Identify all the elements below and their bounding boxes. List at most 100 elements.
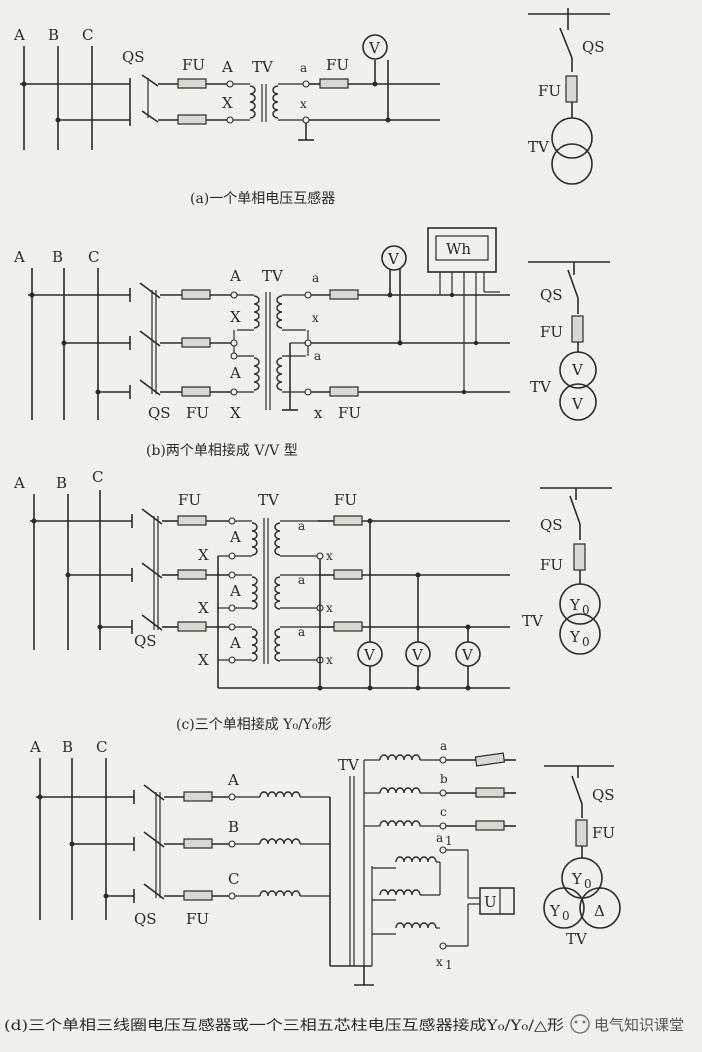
panel-c: A B C QS FU TV: [13, 468, 612, 733]
primary-x3-label-c: X: [198, 651, 209, 669]
phase-label-a: A: [13, 26, 25, 44]
fu-symbol-label-c: FU: [540, 556, 563, 574]
symbol-y1-sub-c: 0: [582, 603, 590, 617]
symbol-y1-label-c: Y: [569, 596, 581, 614]
phase-label-c: C: [92, 468, 103, 486]
fu-label-d: FU: [186, 910, 209, 928]
fu-label-a: FU: [182, 56, 205, 74]
symbol-y2-sub-c: 0: [582, 635, 590, 649]
panel-b: A B C QS FU X A X A TV: [13, 227, 610, 459]
voltmeter-label-b: V: [387, 250, 400, 268]
tv-symbol-label-c: TV: [522, 612, 544, 630]
sec-x-label-b-bottom: x: [314, 404, 323, 422]
primary-a1-label-c: A: [229, 528, 241, 546]
a-label-b-top: A: [229, 267, 241, 285]
sec-a3-label-c: a: [298, 625, 305, 639]
sec-a2-label-b: a: [314, 349, 321, 363]
voltmeter-c2: [405, 641, 431, 667]
voltage-relay-u: [479, 887, 515, 915]
watermark: 电气知识课堂: [570, 1014, 684, 1034]
secondary-x-label: x: [300, 97, 307, 111]
voltmeter-c1: [357, 641, 383, 667]
phase-label-a: A: [13, 248, 25, 266]
fu-label-b2: FU: [338, 404, 361, 422]
voltmeter-b: [381, 245, 407, 271]
phase-label-b: B: [52, 248, 63, 266]
caption-c: (c)三个单相接成 Y₀/Y₀形: [176, 716, 332, 733]
relay-u-label: U: [484, 893, 497, 911]
a-label-b-low: A: [229, 364, 241, 382]
primary-x1-label-c: X: [198, 546, 209, 564]
tv-symbol-label-a: TV: [528, 138, 550, 156]
tv-label-b: TV: [262, 267, 284, 285]
voltmeter-label-c2: V: [411, 646, 424, 664]
voltmeter-a: [362, 34, 388, 60]
symbol-y2-label-c: Y: [569, 628, 581, 646]
primary-a-label-d: A: [227, 771, 239, 789]
fu-label-c: FU: [178, 491, 201, 509]
sec-b-label-d: b: [440, 772, 448, 786]
secondary-a-label: a: [300, 61, 307, 75]
phase-label-a: A: [13, 474, 25, 492]
qs-label-d: QS: [134, 910, 157, 928]
tertiary-a1-sub-d: 1: [445, 834, 453, 848]
phase-label-c: C: [82, 26, 93, 44]
primary-x2-label-c: X: [198, 599, 209, 617]
primary-a2-label-c: A: [229, 582, 241, 600]
watermark-text: 电气知识课堂: [594, 1016, 684, 1034]
tertiary-a1-label-d: a: [436, 831, 443, 845]
fu-symbol-label-a: FU: [538, 82, 561, 100]
symbol-delta-label-d: Δ: [594, 902, 605, 920]
symbol-v1-label-b: V: [571, 361, 584, 379]
sec-c-label-d: c: [440, 805, 447, 819]
x-label-b-mid: X: [230, 308, 241, 326]
phase-label-c: C: [96, 738, 107, 756]
sec-x1-label-c: x: [326, 549, 333, 563]
sec-a-label-d: a: [440, 739, 447, 753]
x-label-b-bottom: X: [230, 404, 241, 422]
fu-label-b: FU: [186, 404, 209, 422]
sec-x3-label-c: x: [326, 653, 333, 667]
qs-label-c: QS: [134, 632, 157, 650]
qs-symbol-label-d: QS: [592, 786, 615, 804]
qs-label-a: QS: [122, 48, 145, 66]
symbol-y2-sub-d: 0: [562, 909, 570, 923]
voltmeter-c3: [455, 641, 481, 667]
primary-a-label: A: [221, 58, 233, 76]
tertiary-x1-sub-d: 1: [445, 958, 453, 972]
voltmeter-label-c1: V: [363, 646, 376, 664]
tv-symbol-label-d: TV: [566, 930, 588, 948]
primary-b-label-d: B: [228, 818, 239, 836]
fu-label-a2: FU: [326, 56, 349, 74]
panel-d: A B C QS FU A B C: [4, 738, 621, 1034]
watthour-meter-label: Wh: [446, 240, 471, 258]
qs-symbol-label-a: QS: [582, 38, 605, 56]
qs-symbol-label-b: QS: [540, 286, 563, 304]
phase-label-b: B: [48, 26, 59, 44]
voltmeter-label-c3: V: [461, 646, 474, 664]
sec-a2-label-c: a: [298, 573, 305, 587]
primary-a3-label-c: A: [229, 634, 241, 652]
phase-label-a: A: [29, 738, 41, 756]
caption-d: (d)三个单相三线圈电压互感器或一个三相五芯柱电压互感器接成Y₀/Y₀/△形: [4, 1017, 564, 1034]
caption-b: (b)两个单相接成 V/V 型: [146, 442, 298, 459]
symbol-y1-sub-d: 0: [584, 877, 592, 891]
primary-x-label: X: [222, 94, 233, 112]
phase-label-b: B: [62, 738, 73, 756]
phase-label-b: B: [56, 474, 67, 492]
sec-a-label-b: a: [312, 271, 319, 285]
sec-x2-label-c: x: [326, 601, 333, 615]
tv-primaries-c: A A A X X X: [198, 517, 510, 689]
tertiary-x1-label-d: x: [436, 955, 443, 969]
caption-a: (a)一个单相电压互感器: [190, 190, 335, 207]
tv-label-c: TV: [258, 491, 280, 509]
qs-label-b: QS: [148, 404, 171, 422]
qs-symbol-label-c: QS: [540, 516, 563, 534]
sec-x-label-b: x: [312, 311, 319, 325]
tv-label-d: TV: [338, 756, 360, 774]
symbol-y2-label-d: Y: [549, 902, 561, 920]
symbol-v2-label-b: V: [571, 395, 584, 413]
phase-label-c: C: [88, 248, 99, 266]
voltmeter-label-a: V: [368, 39, 381, 57]
tv-symbol-label-b: TV: [530, 378, 552, 396]
